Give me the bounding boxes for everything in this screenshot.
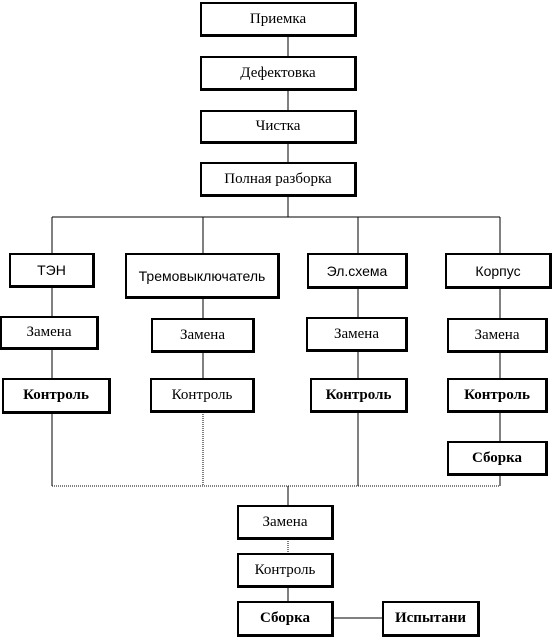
box-ten: ТЭН	[9, 253, 95, 288]
box-zamena-ten: Замена	[0, 316, 99, 350]
box-defektovka: Дефектовка	[200, 56, 357, 91]
box-chistka: Чистка	[200, 110, 357, 144]
box-sborka-final: Сборка	[237, 601, 334, 637]
box-priemka: Приемка	[200, 2, 357, 37]
box-termovyklyuchatel: Тремовыключатель	[125, 253, 280, 299]
box-ispytanie: Испытани	[382, 601, 480, 637]
box-zamena-elschema: Замена	[306, 317, 408, 352]
box-zamena-korpus: Замена	[447, 318, 548, 353]
box-kontrol-korpus: Контроль	[447, 378, 548, 413]
box-kontrol-final: Контроль	[237, 553, 334, 588]
box-kontrol-ten: Контроль	[2, 378, 111, 414]
box-sborka-korpus: Сборка	[447, 441, 548, 476]
box-kontrol-termo: Контроль	[150, 378, 255, 413]
box-zamena-final: Замена	[237, 505, 334, 540]
box-zamena-termo: Замена	[151, 318, 255, 353]
box-elschema: Эл.схема	[307, 253, 408, 289]
box-korpus: Корпус	[445, 253, 552, 289]
box-razborka: Полная разборка	[200, 162, 357, 197]
box-kontrol-elschema: Контроль	[310, 378, 408, 413]
